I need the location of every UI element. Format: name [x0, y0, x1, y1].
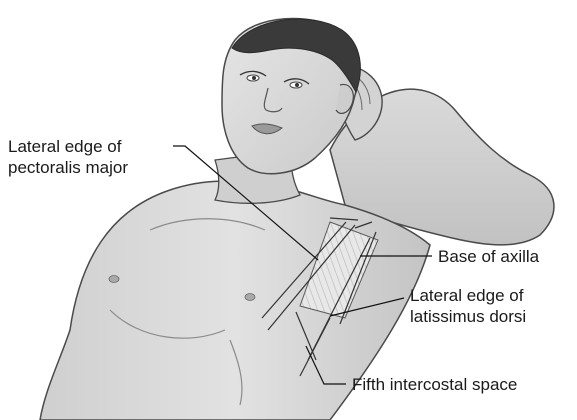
label-pectoralis-line1: Lateral edge of — [8, 137, 122, 156]
label-pectoralis-line2: pectoralis major — [8, 158, 128, 177]
left-nipple — [109, 276, 119, 283]
label-latissimus-line1: Lateral edge of — [410, 286, 524, 305]
label-axilla: Base of axilla — [438, 247, 540, 266]
label-intercostal: Fifth intercostal space — [352, 375, 517, 394]
right-nipple — [245, 294, 255, 301]
label-latissimus-line2: latissimus dorsi — [410, 307, 526, 326]
